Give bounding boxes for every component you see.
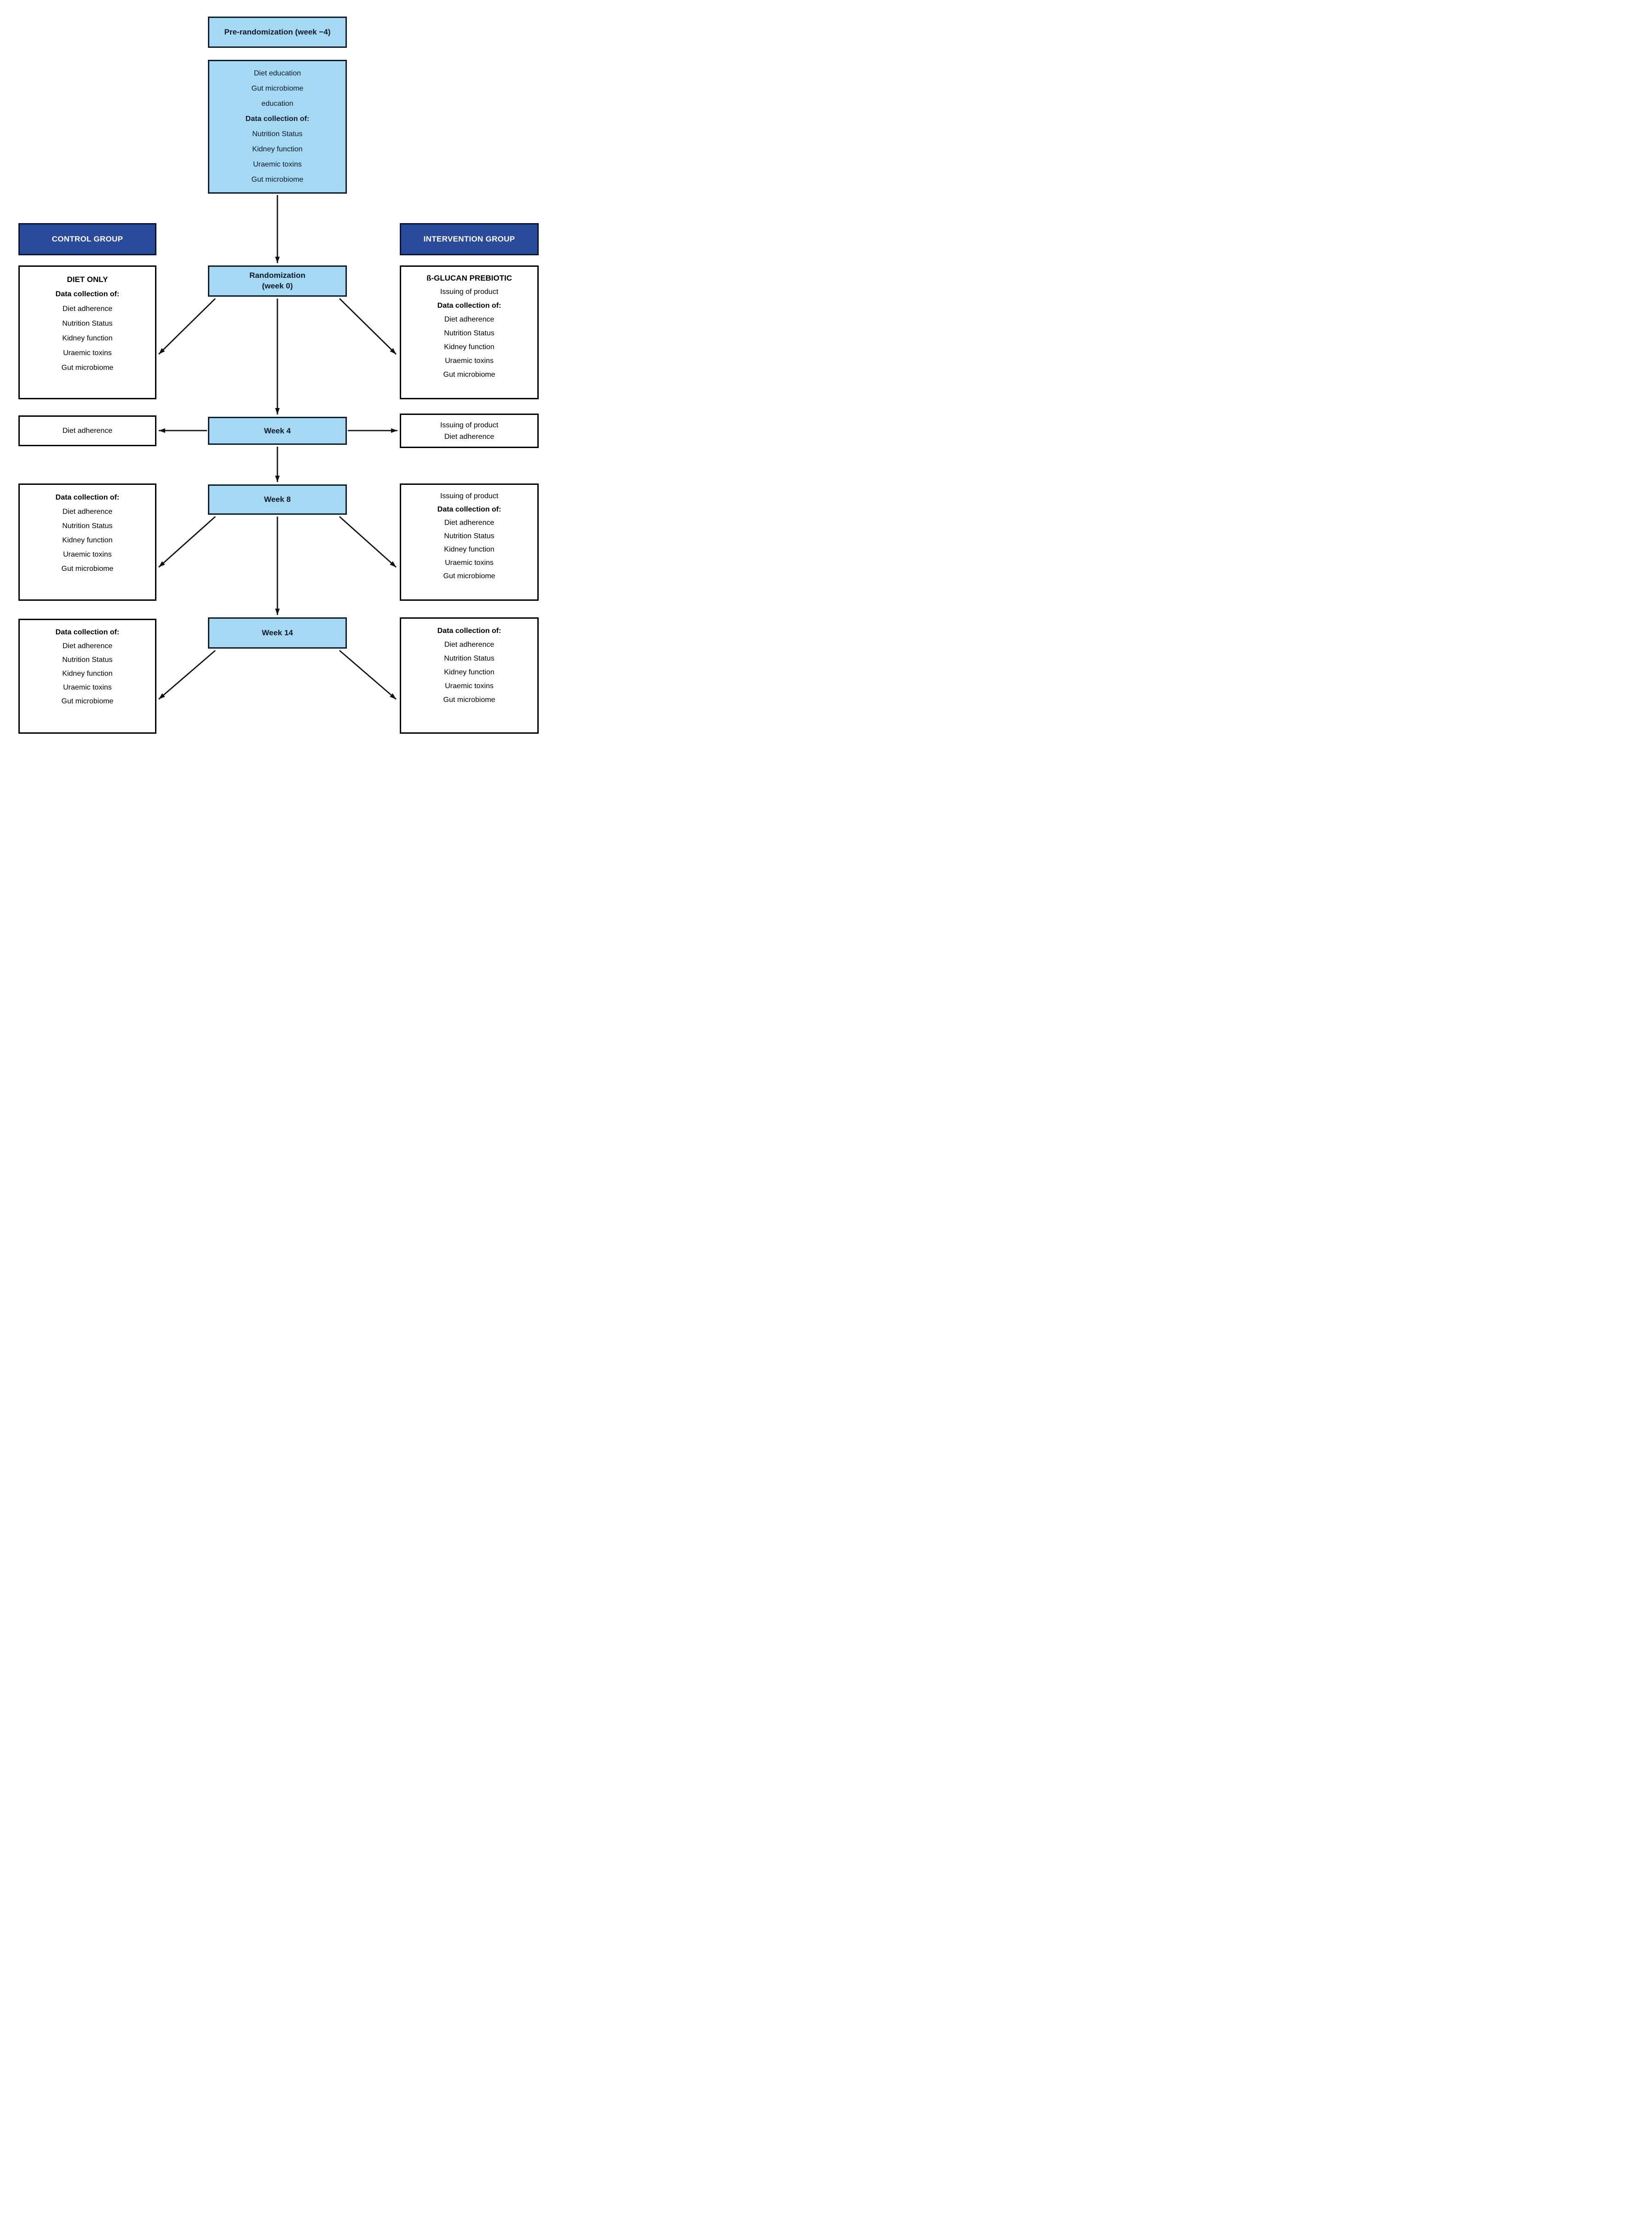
week14-intervention-box: Data collection of: Diet adherence Nutri… — [400, 617, 539, 734]
intervention-week0-box: ß-GLUCAN PREBIOTIC Issuing of product Da… — [400, 265, 539, 399]
randomization-box: Randomization (week 0) — [208, 265, 347, 297]
week4-intervention-box: Issuing of product Diet adherence — [400, 414, 539, 448]
data-item: Uraemic toxins — [253, 161, 302, 168]
data-item: Nutrition Status — [444, 655, 495, 662]
data-item: Uraemic toxins — [445, 682, 494, 690]
arrow-week8-to-control — [158, 516, 216, 568]
data-item: Diet adherence — [62, 305, 113, 313]
issuing-line: Issuing of product — [440, 288, 499, 296]
diet-adherence-line: Diet adherence — [444, 432, 495, 441]
data-item: Kidney function — [444, 668, 495, 676]
data-item: Nutrition Status — [62, 320, 113, 328]
week8-box: Week 8 — [208, 484, 347, 515]
data-item: Diet adherence — [444, 316, 495, 323]
activity-line: Diet education — [253, 69, 301, 77]
control-group-header: CONTROL GROUP — [18, 223, 156, 255]
data-item: Diet adherence — [62, 642, 113, 650]
week14-box: Week 14 — [208, 617, 347, 649]
data-collection-label: Data collection of: — [55, 628, 120, 636]
data-collection-label: Data collection of: — [437, 627, 501, 635]
data-item: Uraemic toxins — [445, 559, 494, 567]
week14-control-box: Data collection of: Diet adherence Nutri… — [18, 619, 156, 734]
data-item: Kidney function — [62, 670, 113, 678]
data-item: Diet adherence — [444, 519, 495, 527]
data-item: Gut microbiome — [443, 371, 495, 379]
data-item: Nutrition Status — [62, 522, 113, 530]
arrow-week14-to-intervention — [339, 650, 397, 700]
data-item: Nutrition Status — [444, 532, 495, 540]
data-item: Kidney function — [62, 536, 113, 544]
study-flow-diagram: Pre-randomization (week −4) Diet educati… — [0, 0, 551, 744]
arrow-randomization-to-intervention — [339, 298, 397, 355]
data-item: Kidney function — [444, 343, 495, 351]
week4-control-line: Diet adherence — [62, 426, 113, 435]
control-week0-box: DIET ONLY Data collection of: Diet adher… — [18, 265, 156, 399]
intervention-week0-title: ß-GLUCAN PREBIOTIC — [426, 274, 512, 282]
pre-randomization-title: Pre-randomization (week −4) — [224, 28, 331, 36]
data-item: Diet adherence — [62, 508, 113, 516]
data-item: Nutrition Status — [252, 130, 303, 138]
data-collection-label: Data collection of: — [437, 506, 501, 513]
pre-randomization-activities-box: Diet education Gut microbiome education … — [208, 60, 347, 194]
data-item: Nutrition Status — [62, 656, 113, 664]
pre-randomization-title-box: Pre-randomization (week −4) — [208, 17, 347, 48]
issuing-line: Issuing of product — [440, 421, 499, 429]
week8-label: Week 8 — [264, 495, 291, 504]
data-item: Gut microbiome — [61, 364, 114, 372]
data-collection-label: Data collection of: — [245, 115, 310, 123]
data-collection-label: Data collection of: — [55, 494, 120, 501]
data-item: Diet adherence — [444, 641, 495, 649]
data-item: Uraemic toxins — [63, 684, 112, 691]
intervention-group-header: INTERVENTION GROUP — [400, 223, 539, 255]
data-item: Gut microbiome — [61, 697, 114, 705]
data-collection-label: Data collection of: — [55, 290, 120, 298]
data-item: Uraemic toxins — [63, 551, 112, 558]
randomization-label-line2: (week 0) — [262, 282, 293, 290]
data-item: Kidney function — [62, 334, 113, 342]
week8-control-box: Data collection of: Diet adherence Nutri… — [18, 483, 156, 601]
intervention-group-label: INTERVENTION GROUP — [423, 235, 515, 243]
data-item: Kidney function — [444, 546, 495, 553]
data-item: Kidney function — [252, 145, 303, 153]
arrow-week14-to-control — [158, 650, 216, 700]
randomization-label-line1: Randomization — [249, 271, 305, 280]
data-item: Uraemic toxins — [63, 349, 112, 357]
control-group-label: CONTROL GROUP — [52, 235, 123, 243]
data-item: Gut microbiome — [443, 572, 495, 580]
week14-label: Week 14 — [262, 628, 293, 637]
arrow-randomization-to-control — [158, 298, 216, 355]
activity-line: education — [261, 100, 294, 108]
issuing-line: Issuing of product — [440, 492, 499, 500]
week8-intervention-box: Issuing of product Data collection of: D… — [400, 483, 539, 601]
data-item: Uraemic toxins — [445, 357, 494, 365]
data-item: Gut microbiome — [61, 565, 114, 573]
data-item: Gut microbiome — [251, 176, 304, 184]
data-item: Nutrition Status — [444, 329, 495, 337]
week4-box: Week 4 — [208, 417, 347, 445]
week4-label: Week 4 — [264, 426, 291, 435]
week4-control-box: Diet adherence — [18, 415, 156, 446]
arrow-week8-to-intervention — [339, 516, 397, 568]
control-week0-title: DIET ONLY — [67, 275, 108, 284]
activity-line: Gut microbiome — [251, 85, 304, 92]
data-collection-label: Data collection of: — [437, 302, 501, 310]
data-item: Gut microbiome — [443, 696, 495, 704]
